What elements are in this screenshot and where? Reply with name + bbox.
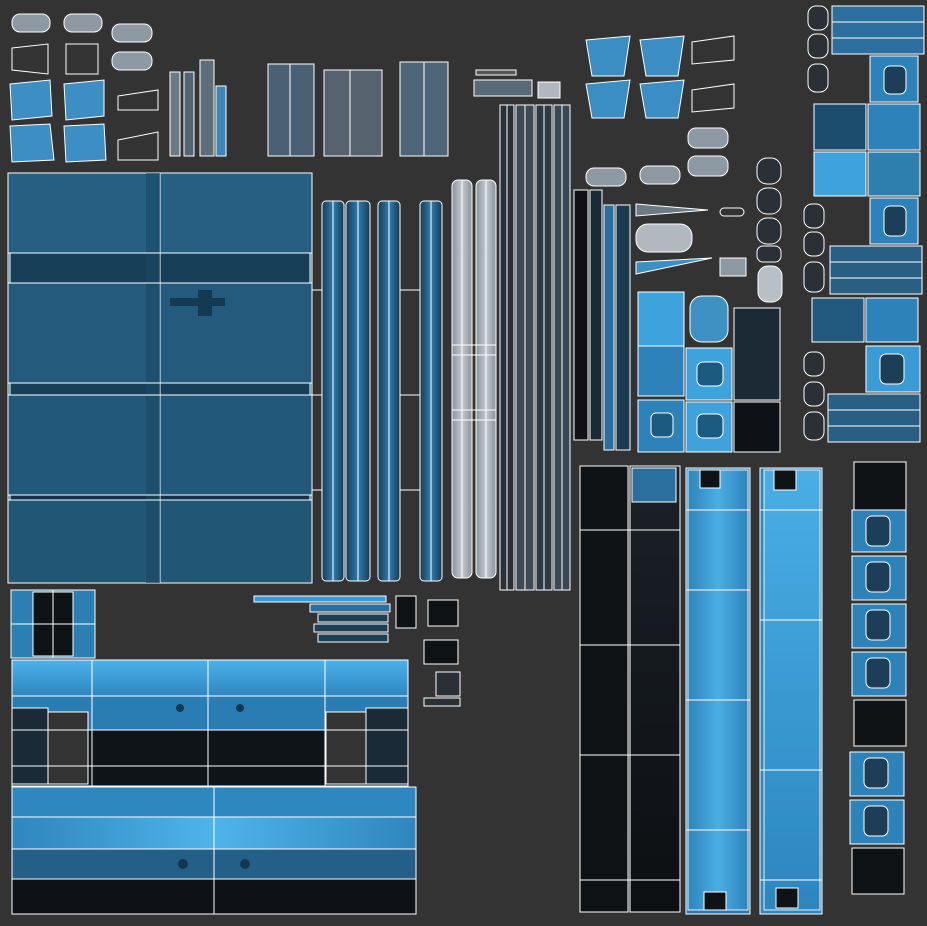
large-panel-island: [7, 172, 313, 584]
long-strip-islands-gray: [451, 179, 497, 579]
tall-blue-island-left: [685, 467, 751, 915]
square-island: [10, 589, 96, 659]
small-strip-bits: [473, 69, 561, 99]
cup-islands-top-center: [585, 35, 735, 187]
small-bits-center-bottom: [253, 595, 461, 707]
top-right-cluster: [811, 5, 925, 443]
bright-wide-island-1: [11, 659, 409, 787]
small-wire-cluster-topleft: [9, 13, 159, 163]
socket-column-right: [849, 461, 907, 895]
bright-wide-island-2: [11, 786, 417, 915]
long-strip-islands-dark: [499, 104, 631, 591]
small-wire-cluster-columns: [169, 59, 449, 157]
diamond-islands-column: [756, 5, 829, 441]
long-strip-islands-blue: [312, 200, 443, 582]
tall-blue-island-right: [759, 467, 823, 915]
center-right-small-pieces: [635, 203, 783, 453]
socket-islands-center: [637, 345, 733, 453]
tall-dark-island: [579, 465, 681, 913]
